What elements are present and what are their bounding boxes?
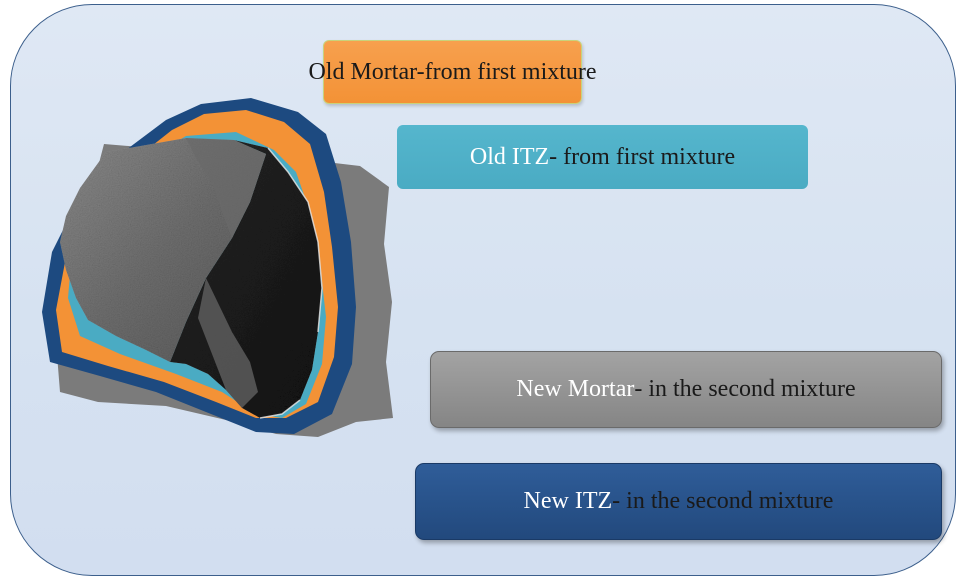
old-mortar-label-text: Old Mortar-from first mixture (308, 59, 596, 86)
recycled-aggregate-illustration (36, 92, 396, 442)
old-itz-label-desc: - from first mixture (549, 144, 735, 171)
new-itz-label-term: New ITZ (524, 488, 613, 515)
new-mortar-label: New Mortar- in the second mixture (430, 351, 942, 428)
new-mortar-label-desc: - in the second mixture (634, 376, 855, 403)
old-itz-label-term: Old ITZ (470, 144, 549, 171)
new-itz-label: New ITZ- in the second mixture (415, 463, 942, 540)
old-itz-label: Old ITZ- from first mixture (397, 125, 808, 189)
new-itz-label-desc: - in the second mixture (612, 488, 833, 515)
new-mortar-label-term: New Mortar (516, 376, 634, 403)
old-mortar-label: Old Mortar-from first mixture (323, 40, 582, 104)
